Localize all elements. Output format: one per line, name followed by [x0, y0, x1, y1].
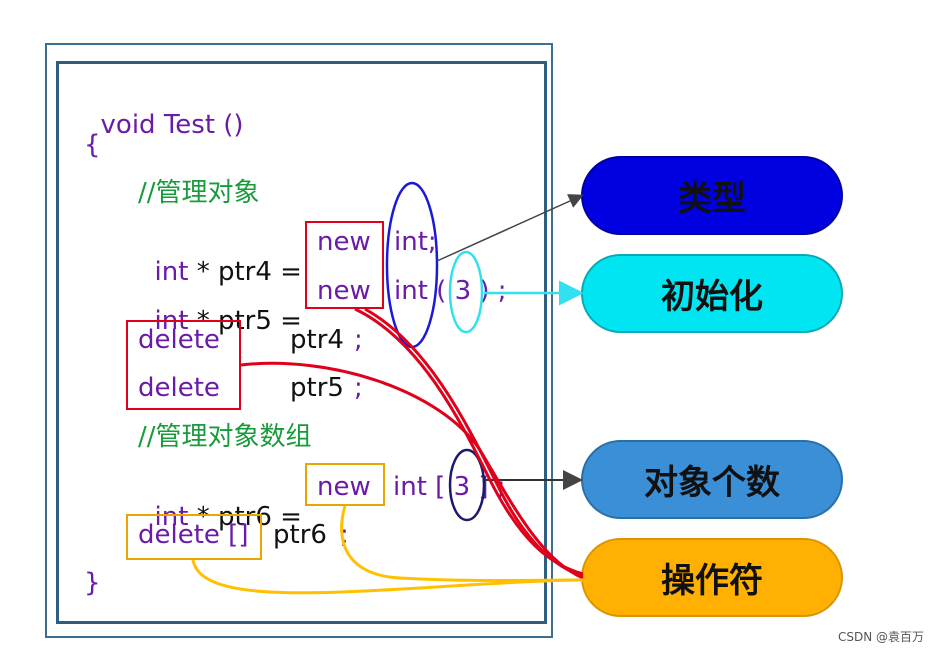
type-int: int [154, 502, 189, 532]
ptr4-tail: int; [394, 227, 437, 257]
delete-array-var: ptr6 [273, 520, 327, 550]
new-box-ptr6 [305, 463, 385, 506]
code-frame-outer [45, 43, 553, 638]
delete-array-semi: ; [340, 520, 349, 550]
open-brace: { [84, 130, 101, 160]
code-line-ptr4: int * ptr4 = [138, 227, 302, 287]
ptr4-decl: * ptr4 = [196, 257, 302, 287]
delete-array-keyword: delete [] [138, 520, 249, 550]
delete-ptr5-semi: ; [354, 373, 363, 403]
delete-ptr5-keyword: delete [138, 373, 220, 403]
new-ptr5: new [317, 276, 371, 306]
red-curve-delete [240, 361, 584, 580]
code-line-ptr6: int * ptr6 = [138, 472, 302, 532]
comment-manage-object: //管理对象 [138, 178, 260, 208]
arrow-to-type [436, 194, 584, 262]
delete-ptr4-var: ptr4 [290, 325, 344, 355]
init-ellipse [448, 250, 484, 334]
type-ellipse [385, 181, 439, 349]
red-curve-new-2 [364, 307, 584, 578]
label-type: 类型 [581, 156, 843, 235]
delete-ptr4-semi: ; [354, 325, 363, 355]
type-int: int [154, 257, 189, 287]
count-ellipse [448, 448, 486, 522]
new-ptr6: new [317, 472, 371, 502]
code-frame-inner [56, 61, 547, 624]
label-initialize: 初始化 [581, 254, 843, 333]
comment-manage-array: //管理对象数组 [138, 422, 312, 452]
keyword-void: void [100, 110, 156, 140]
delete-array-box [126, 514, 262, 560]
red-curve-new [354, 307, 584, 576]
delete-ptr4-keyword: delete [138, 325, 220, 355]
yellow-curve-new-array [340, 505, 584, 582]
close-brace: } [84, 568, 101, 598]
delete-box [126, 320, 241, 410]
delete-ptr5-var: ptr5 [290, 373, 344, 403]
new-ptr4: new [317, 227, 371, 257]
code-line-signature: void Test () [84, 80, 244, 140]
label-object-count: 对象个数 [581, 440, 843, 519]
watermark: CSDN @袁百万 [837, 630, 924, 644]
ptr5-tail: int ( 3 ) ; [394, 276, 507, 306]
function-name: Test () [163, 110, 244, 140]
new-box-ptr4 [305, 221, 384, 309]
ptr6-decl: * ptr6 = [196, 502, 302, 532]
